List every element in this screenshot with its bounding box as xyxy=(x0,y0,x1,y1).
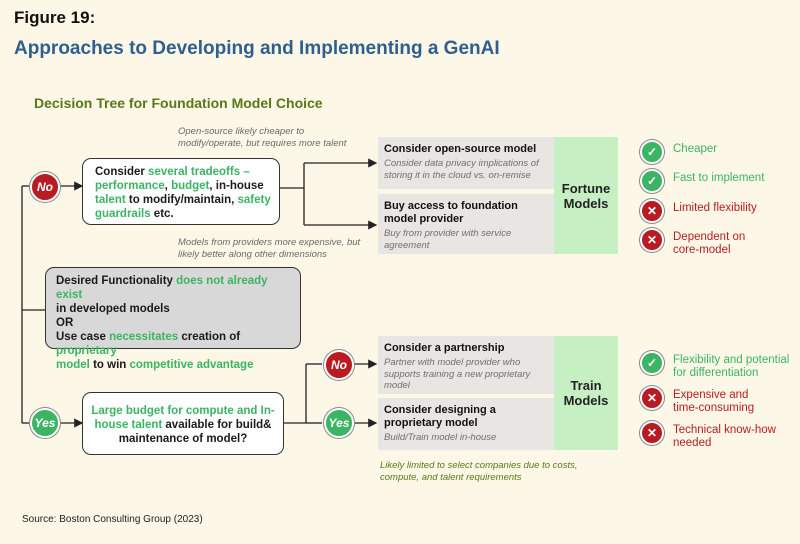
decision-tree-title: Decision Tree for Foundation Model Choic… xyxy=(34,95,323,111)
fortune-item-fast: ✓ Fast to implement xyxy=(640,169,764,193)
check-icon: ✓ xyxy=(640,169,664,193)
desired-highlight-2: necessitates xyxy=(109,331,179,343)
train-item-text: Technical know-how needed xyxy=(673,424,776,449)
tradeoffs-text: Consider xyxy=(95,166,149,178)
fortune-item-cheaper: ✓ Cheaper xyxy=(640,140,717,164)
train-models-label: Train Models xyxy=(563,378,609,408)
desired-text-2: in developed models xyxy=(56,303,170,315)
tradeoffs-text-4: etc. xyxy=(150,208,174,220)
desired-highlight-4: model xyxy=(56,359,90,371)
option-design: Consider designing a proprietary model B… xyxy=(378,398,554,450)
x-icon: ✕ xyxy=(640,199,664,223)
fortune-item-limited: ✕ Limited flexibility xyxy=(640,199,757,223)
train-item-technical: ✕ Technical know-how needed xyxy=(640,421,783,450)
budget-question-box: Large budget for compute and In-house ta… xyxy=(82,392,284,455)
note-provider: Models from providers more expensive, bu… xyxy=(178,237,361,260)
safety-highlight: safety guardrails xyxy=(95,194,271,220)
desired-highlight-5: competitive advantage xyxy=(129,359,254,371)
fortune-item-dependent: ✕ Dependent on core-model xyxy=(640,228,763,257)
no-badge-partnership: No xyxy=(324,350,354,380)
option-provider: Buy access to foundation model provider … xyxy=(378,194,554,254)
option-design-title: Consider designing a proprietary model xyxy=(384,404,496,429)
option-provider-title: Buy access to foundation model provider xyxy=(384,200,518,225)
train-item-text: Expensive and time-consuming xyxy=(673,389,755,414)
option-provider-sub: Buy from provider with service agreement xyxy=(384,228,512,251)
x-icon: ✕ xyxy=(640,421,664,445)
desired-text-5: to win xyxy=(89,359,130,371)
yes-badge-main: Yes xyxy=(30,408,60,438)
train-models-panel: Train Models xyxy=(554,336,618,450)
option-design-sub: Build/Train model in-house xyxy=(384,432,497,443)
desired-highlight-1: does not already exist xyxy=(56,275,268,301)
tradeoffs-box: Consider several tradeoffs – performance… xyxy=(82,158,280,225)
tradeoffs-text-2: , in-house xyxy=(209,180,264,192)
fortune-models-panel: Fortune Models xyxy=(554,137,618,254)
budget-highlight-text: Large budget for compute and In-house ta… xyxy=(91,405,275,431)
option-open-source-sub: Consider data privacy implications of st… xyxy=(384,158,539,181)
fortune-item-text: Fast to implement xyxy=(673,172,765,184)
check-icon: ✓ xyxy=(640,140,664,164)
option-open-source: Consider open-source model Consider data… xyxy=(378,137,554,189)
fortune-item-text: Limited flexibility xyxy=(673,202,757,214)
option-partnership-sub: Partner with model provider who supports… xyxy=(384,357,531,391)
tradeoffs-sep: , xyxy=(164,180,172,192)
yes-badge-design: Yes xyxy=(324,408,354,438)
x-icon: ✕ xyxy=(640,228,664,252)
talent-highlight: talent xyxy=(95,194,126,206)
option-partnership-title: Consider a partnership xyxy=(384,342,505,354)
desired-highlight-3: proprietary xyxy=(56,345,117,357)
desired-functionality-box: Desired Functionality does not already e… xyxy=(45,267,301,371)
option-partnership: Consider a partnership Partner with mode… xyxy=(378,336,554,394)
fortune-item-text: Cheaper xyxy=(673,143,718,155)
source-note: Source: Boston Consulting Group (2023) xyxy=(22,514,203,525)
fortune-models-label: Fortune Models xyxy=(561,180,611,211)
fortune-item-text: Dependent on core-model xyxy=(673,231,746,256)
no-badge-main: No xyxy=(30,172,60,202)
desired-text-3: Use case xyxy=(56,331,110,343)
figure-title: Approaches to Developing and Implementin… xyxy=(14,38,500,59)
note-train: Likely limited to select companies due t… xyxy=(380,460,578,483)
tradeoffs-text-3: to modify/maintain, xyxy=(125,194,238,206)
desired-text-4: creation of xyxy=(178,331,241,343)
x-icon: ✕ xyxy=(640,386,664,410)
train-item-flexibility: ✓ Flexibility and potential for differen… xyxy=(640,351,800,380)
desired-text-1: Desired Functionality xyxy=(56,275,177,287)
budget-text: available for build& maintenance of mode… xyxy=(118,419,272,445)
budget-highlight: budget xyxy=(171,180,210,192)
figure-label: Figure 19: xyxy=(14,8,96,27)
train-item-text: Flexibility and potential for differenti… xyxy=(673,354,790,379)
tradeoffs-highlight: several tradeoffs – performance xyxy=(95,166,250,192)
option-open-source-title: Consider open-source model xyxy=(384,143,537,155)
train-item-expensive: ✕ Expensive and time-consuming xyxy=(640,386,763,415)
check-icon: ✓ xyxy=(640,351,664,375)
note-open-source: Open-source likely cheaper to modify/ope… xyxy=(178,126,347,149)
desired-or: OR xyxy=(56,317,74,329)
